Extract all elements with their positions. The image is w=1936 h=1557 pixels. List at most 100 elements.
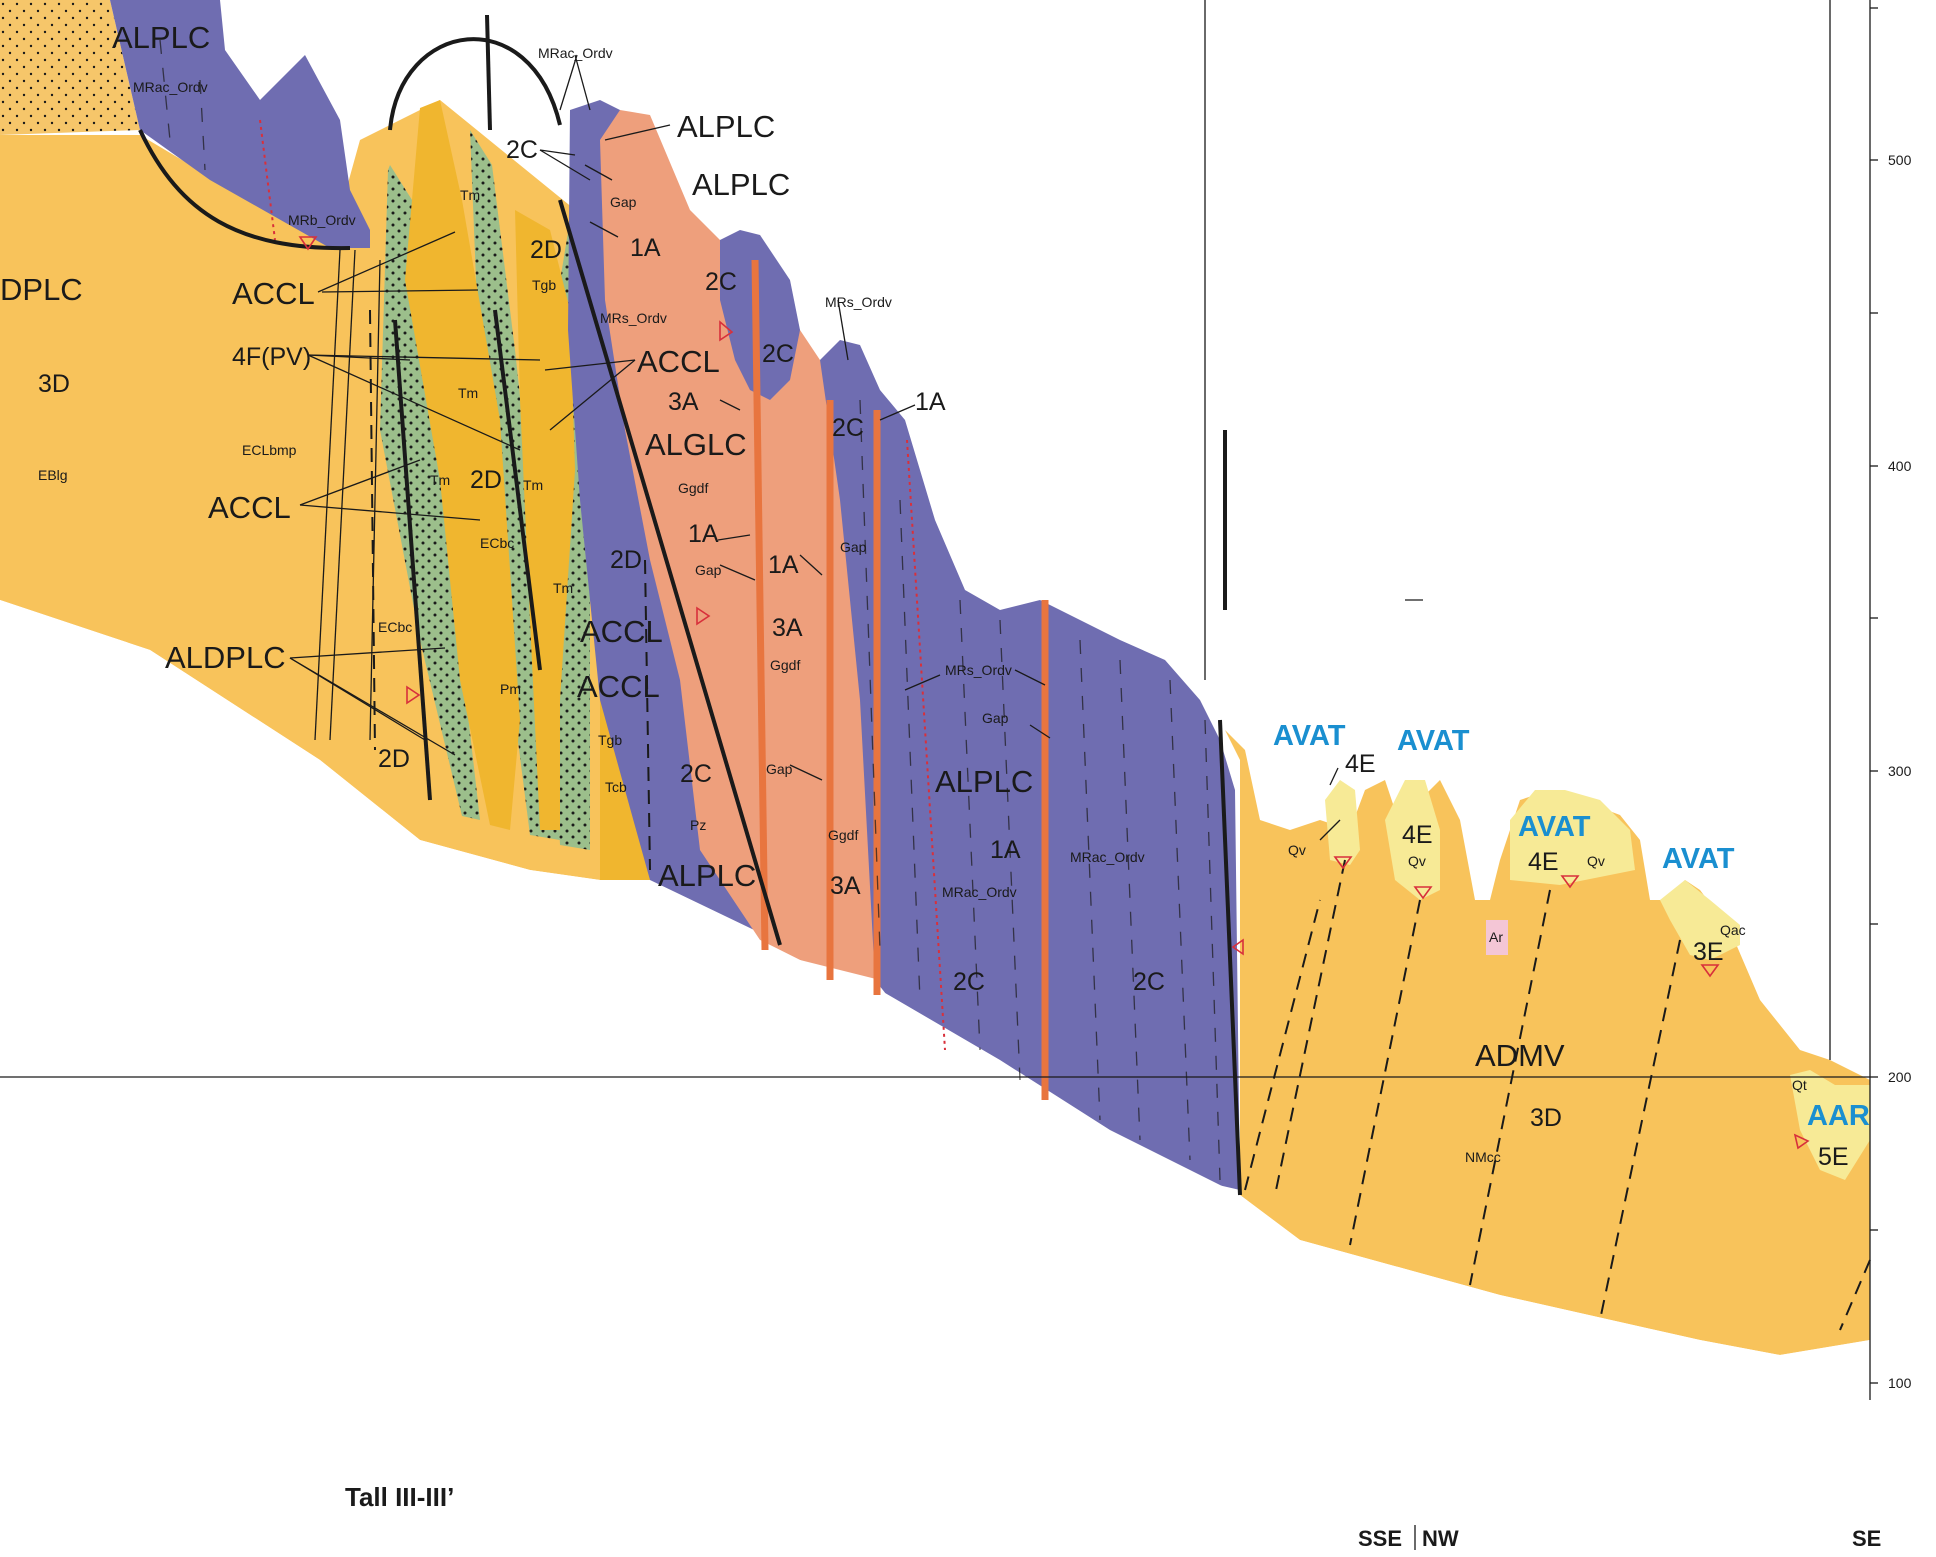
label-tm1-top: Tm [460, 187, 480, 203]
label-accl-lower: ACCL [208, 490, 291, 525]
label-aldplc: ALDPLC [165, 640, 286, 675]
label-3a-3: 3A [830, 872, 861, 900]
elevation-label-500: 500 [1888, 152, 1912, 168]
label-alplc-top: ALPLC [112, 20, 210, 55]
label-pm: Pm [500, 681, 521, 697]
label-mrs-ordv-2: MRs_Ordv [825, 294, 892, 310]
label-gap-2: Gap [695, 562, 722, 578]
section-title: Tall III-III’ [345, 1482, 454, 1512]
label-4e-1: 4E [1345, 750, 1376, 778]
label-1a-5: 1A [990, 836, 1021, 864]
label-dplc: DPLC [0, 272, 83, 307]
label-1a-4: 1A [768, 551, 799, 579]
label-4e-3: 4E [1528, 848, 1559, 876]
label-gap-1: Gap [610, 194, 637, 210]
label-tcb: Tcb [605, 779, 627, 795]
label-5e: 5E [1818, 1143, 1849, 1171]
triangle-markers [298, 236, 1810, 1150]
label-3a-1: 3A [668, 388, 699, 416]
pale-pocket-3 [1510, 790, 1635, 885]
direction-middle: NW [1422, 1526, 1459, 1551]
pale-pocket-4 [1660, 880, 1740, 960]
label-accl-b1: ACCL [580, 614, 663, 649]
pale-pocket-1 [1325, 780, 1360, 865]
label-ggdf-3: Ggdf [828, 827, 858, 843]
purple-unit-right [820, 340, 1240, 1190]
label-alplc-2: ALPLC [677, 109, 775, 144]
label-alplc-4: ALPLC [658, 858, 756, 893]
label-mrs-ordv-3: MRs_Ordv [945, 662, 1012, 678]
label-accl-upper: ACCL [232, 276, 315, 311]
unit-labels: ALPLC MRac_Ordv MRb_Ordv DPLC 3D EBlg AC… [0, 20, 1870, 1171]
sandy-unit [0, 0, 140, 135]
label-tgb-2: Tgb [598, 732, 622, 748]
label-avat-2: AVAT [1397, 725, 1470, 757]
label-2d-mid: 2D [470, 466, 502, 494]
subsurface-mask [0, 600, 1870, 1552]
pale-pocket-5 [1790, 1070, 1870, 1180]
label-gap-4: Gap [840, 539, 867, 555]
label-eclbmp: ECLbmp [242, 442, 297, 458]
label-avat-1: AVAT [1273, 720, 1346, 752]
label-2c-b2: 2C [1133, 968, 1165, 996]
label-ar: Ar [1489, 929, 1503, 945]
pale-pocket-2 [1385, 780, 1440, 900]
label-mrac-ordv-4: MRac_Ordv [1070, 849, 1145, 865]
label-avat-4: AVAT [1662, 843, 1735, 875]
label-2c-b1: 2C [953, 968, 985, 996]
label-ggdf-2: Ggdf [770, 657, 800, 673]
purple-2c-top [720, 230, 800, 400]
yellow-unit-right [1225, 730, 1870, 1355]
label-qv4-1: Qv [1288, 842, 1306, 858]
gold-wedge-1 [405, 100, 520, 830]
label-tgb-top: Tgb [532, 277, 556, 293]
label-2d-bottom: 2D [378, 745, 410, 773]
label-gap-3: Gap [766, 761, 793, 777]
label-2c-pz: 2C [680, 760, 712, 788]
label-mrb-ordv: MRb_Ordv [288, 212, 356, 228]
green-wedge-1 [380, 165, 480, 820]
purple-unit-top [110, 0, 370, 248]
elevation-label-300: 300 [1888, 763, 1912, 779]
label-alplc-5: ALPLC [935, 764, 1033, 799]
label-admv: ADMV [1475, 1038, 1565, 1073]
label-2d-right: 2D [610, 546, 642, 574]
label-1a-3: 1A [915, 388, 946, 416]
gold-wedge-2 [515, 210, 575, 830]
label-ecbc-mid: ECbc [480, 535, 514, 551]
label-1a-1: 1A [630, 234, 661, 262]
label-mrac-ordv-top: MRac_Ordv [133, 79, 208, 95]
label-nmcc: NMcc [1465, 1149, 1501, 1165]
label-qac3: Qac [1720, 922, 1746, 938]
salmon-unit [600, 110, 880, 980]
label-2c-top: 2C [506, 136, 538, 164]
label-1a-2: 1A [688, 520, 719, 548]
elevation-label-200: 200 [1888, 1069, 1912, 1085]
elevation-label-400: 400 [1888, 458, 1912, 474]
label-pz: Pz [690, 817, 706, 833]
label-avat-3: AVAT [1518, 811, 1591, 843]
elevation-label-100: 100 [1888, 1375, 1912, 1391]
label-ecbc-low: ECbc [378, 619, 412, 635]
label-4e-2: 4E [1402, 821, 1433, 849]
label-eblg: EBlg [38, 467, 68, 483]
label-2c-right1: 2C [762, 340, 794, 368]
label-tm1-mid: Tm [523, 477, 543, 493]
label-3d-left: 3D [38, 370, 70, 398]
label-4fpv: 4F(PV) [232, 343, 311, 371]
label-aar: AAR [1807, 1100, 1870, 1132]
label-alglc: ALGLC [645, 427, 747, 462]
label-tm1-low: Tm [553, 580, 573, 596]
label-alplc-3: ALPLC [692, 167, 790, 202]
label-2c-right2: 2C [832, 414, 864, 442]
leader-lines [289, 54, 1423, 786]
label-tm2: Tm [458, 385, 478, 401]
pink-ar-pocket [1486, 920, 1508, 955]
direction-right: SE [1852, 1526, 1881, 1551]
label-qt1: Qt [1792, 1077, 1807, 1093]
direction-left: SSE [1358, 1526, 1402, 1551]
label-3e: 3E [1693, 938, 1724, 966]
label-gap-5: Gap [982, 710, 1009, 726]
